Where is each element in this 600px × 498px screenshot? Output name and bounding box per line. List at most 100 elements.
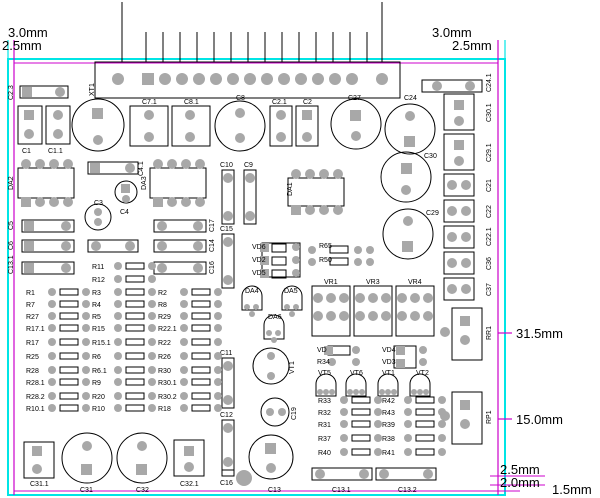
svg-text:R12: R12 bbox=[92, 277, 105, 284]
resistor-mid-5: R6 bbox=[92, 352, 156, 361]
svg-text:VT1: VT1 bbox=[289, 361, 296, 374]
component-r65-r50: R65 R50 bbox=[308, 243, 374, 266]
svg-text:C1: C1 bbox=[22, 148, 31, 155]
component-c11b: C11 bbox=[220, 350, 235, 409]
component-c17: C17 bbox=[153, 219, 216, 233]
svg-text:R10: R10 bbox=[92, 406, 105, 413]
svg-text:DA1: DA1 bbox=[287, 182, 294, 196]
component-c32: C32 bbox=[116, 432, 168, 494]
svg-text:VD3: VD3 bbox=[382, 359, 396, 366]
resistor-lower-0: R33 bbox=[318, 396, 382, 405]
component-c13: C13 bbox=[236, 434, 294, 494]
svg-text:R4: R4 bbox=[92, 302, 101, 309]
svg-text:C14: C14 bbox=[209, 239, 216, 252]
dim-top-right-inner: 2.5mm bbox=[452, 38, 492, 53]
svg-text:C5: C5 bbox=[8, 221, 15, 230]
component-c7-round bbox=[71, 98, 125, 152]
resistor-lower-right-3: R38 bbox=[382, 434, 446, 443]
svg-text:C36: C36 bbox=[486, 257, 493, 270]
resistor-left-7: R28.1 bbox=[26, 378, 90, 387]
svg-text:C12: C12 bbox=[220, 412, 233, 419]
component-c9: C9 bbox=[243, 162, 257, 225]
resistor-right-4: R22 bbox=[158, 338, 222, 347]
component-c14: C14 bbox=[153, 239, 216, 253]
svg-text:VR1: VR1 bbox=[324, 279, 338, 286]
svg-text:C2.1: C2.1 bbox=[272, 99, 287, 106]
svg-text:C31: C31 bbox=[80, 487, 93, 494]
component-da4: DA4 bbox=[241, 285, 263, 317]
svg-text:C16: C16 bbox=[220, 480, 233, 487]
resistor-left-6: R28 bbox=[26, 366, 90, 375]
component-c131: C13.1 bbox=[8, 255, 75, 275]
component-da3: DA3 bbox=[141, 159, 207, 207]
resistor-mid-4: R15.1 bbox=[92, 338, 156, 347]
component-vr1: VR1 bbox=[311, 279, 351, 337]
svg-text:R34: R34 bbox=[317, 359, 330, 366]
svg-text:R27: R27 bbox=[26, 314, 39, 321]
component-c29: C29 bbox=[382, 208, 439, 260]
resistor-mid-8: R20 bbox=[92, 392, 156, 401]
svg-text:R37: R37 bbox=[318, 436, 331, 443]
svg-text:R25: R25 bbox=[26, 354, 39, 361]
svg-text:RR1: RR1 bbox=[486, 326, 493, 340]
component-c24: C24 bbox=[384, 95, 436, 155]
svg-text:VD6: VD6 bbox=[252, 244, 266, 251]
svg-text:R30: R30 bbox=[158, 368, 171, 375]
resistor-right-9: R18 bbox=[158, 404, 222, 413]
svg-text:R40: R40 bbox=[318, 450, 331, 457]
svg-text:C3: C3 bbox=[94, 200, 103, 207]
svg-text:R15: R15 bbox=[92, 326, 105, 333]
svg-text:R28.2: R28.2 bbox=[26, 394, 45, 401]
resistor-mid-2: R5 bbox=[92, 312, 156, 321]
svg-text:R26: R26 bbox=[158, 354, 171, 361]
svg-text:C21: C21 bbox=[486, 179, 493, 192]
component-c311: C31.1 bbox=[23, 441, 55, 488]
resistor-mid-3: R15 bbox=[92, 324, 156, 333]
svg-text:C22.1: C22.1 bbox=[486, 227, 493, 246]
svg-text:R28.1: R28.1 bbox=[26, 380, 45, 387]
svg-text:C30.1: C30.1 bbox=[486, 103, 493, 122]
resistor-r12: R12 bbox=[92, 275, 156, 284]
connector-xt1: XT1 bbox=[89, 2, 401, 99]
svg-text:R31: R31 bbox=[318, 422, 331, 429]
resistor-left-9: R10.1 bbox=[26, 404, 90, 413]
resistor-left-3: R17.1 bbox=[26, 324, 90, 333]
resistor-right-3: R22.1 bbox=[158, 324, 222, 333]
component-c3: C3 bbox=[84, 200, 112, 231]
component-c221: C22.1 bbox=[443, 225, 493, 249]
resistor-lower-right-0: R42 bbox=[382, 396, 446, 405]
svg-text:R5: R5 bbox=[92, 314, 101, 321]
component-c15: C15 bbox=[220, 226, 235, 289]
resistor-lower-right-4: R41 bbox=[382, 448, 446, 457]
component-vd-mid: VD R34 bbox=[317, 345, 360, 366]
component-c13-2: C13.2 bbox=[375, 467, 437, 494]
dim-top-right-outer: 3.0mm bbox=[432, 25, 472, 40]
svg-text:C4: C4 bbox=[120, 209, 129, 216]
resistor-r11: R11 bbox=[92, 262, 156, 271]
svg-text:R18: R18 bbox=[158, 406, 171, 413]
svg-text:R50: R50 bbox=[319, 257, 332, 264]
svg-text:R29: R29 bbox=[158, 314, 171, 321]
svg-text:R17.1: R17.1 bbox=[26, 326, 45, 333]
resistor-right-5: R26 bbox=[158, 352, 222, 361]
component-vr3: VR3 bbox=[353, 279, 393, 337]
svg-text:C37: C37 bbox=[486, 283, 493, 296]
svg-text:C10: C10 bbox=[220, 162, 233, 169]
svg-text:DA4: DA4 bbox=[245, 288, 259, 295]
component-c8: C8 bbox=[214, 95, 266, 152]
svg-text:DA3: DA3 bbox=[141, 176, 148, 190]
svg-text:VT1: VT1 bbox=[382, 370, 395, 377]
svg-text:R41: R41 bbox=[382, 450, 395, 457]
component-c37: C37 bbox=[443, 277, 493, 301]
resistor-lower-right-2: R39 bbox=[382, 420, 446, 429]
resistor-lower-1: R32 bbox=[318, 408, 382, 417]
component-c12: C12 bbox=[220, 412, 235, 471]
dim-top-left-outer: 3.0mm bbox=[8, 25, 48, 40]
resistor-left-5: R25 bbox=[26, 352, 90, 361]
svg-text:R42: R42 bbox=[382, 398, 395, 405]
svg-text:R22.1: R22.1 bbox=[158, 326, 177, 333]
svg-text:R6.1: R6.1 bbox=[92, 368, 107, 375]
svg-text:R65: R65 bbox=[319, 243, 332, 250]
svg-text:C30: C30 bbox=[424, 153, 437, 160]
